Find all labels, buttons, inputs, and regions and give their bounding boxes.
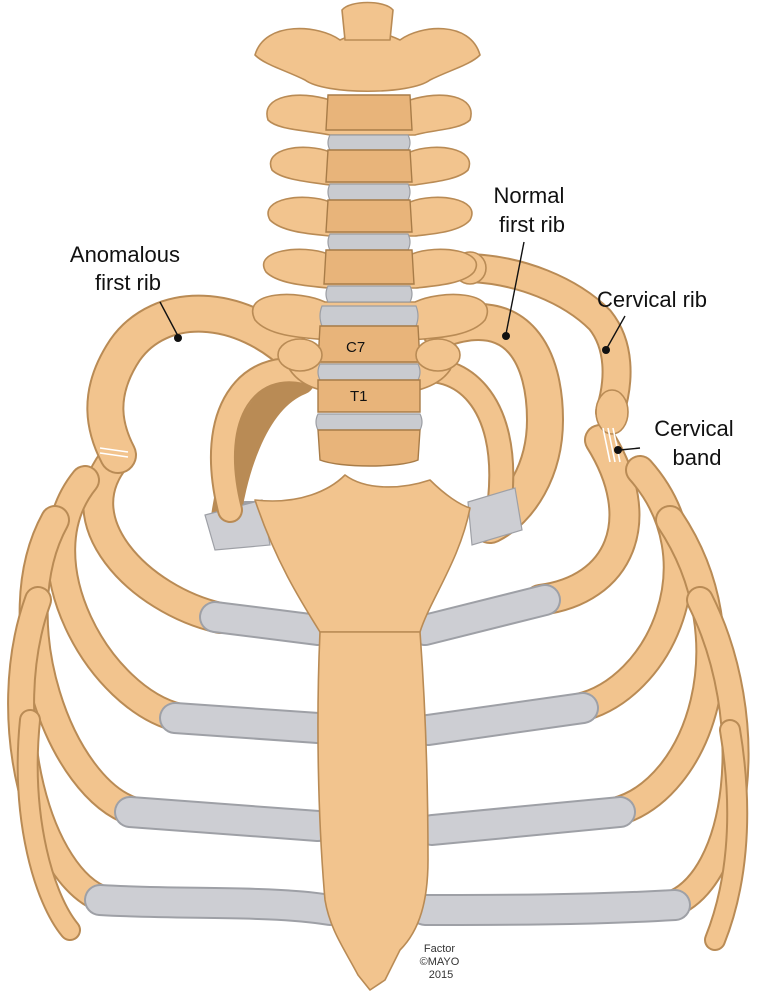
right-first-rib-cartilage xyxy=(468,488,522,545)
sternal-body xyxy=(318,632,428,990)
manubrium xyxy=(255,475,470,632)
cervical-band-label: Cervical band xyxy=(654,416,740,470)
anomalous-first-rib-label: Anomalous first rib xyxy=(70,242,186,295)
anomalous-first-rib xyxy=(100,314,300,525)
t1-label: T1 xyxy=(350,388,368,405)
cervical-rib-label: Cervical rib xyxy=(597,287,707,312)
t1-vertebra xyxy=(318,380,420,412)
c7-vertebra xyxy=(318,326,420,362)
c7-label: C7 xyxy=(346,339,365,356)
normal-first-rib-label: Normal first rib xyxy=(493,183,570,237)
artist-signature: Factor ©MAYO 2015 xyxy=(420,943,463,981)
